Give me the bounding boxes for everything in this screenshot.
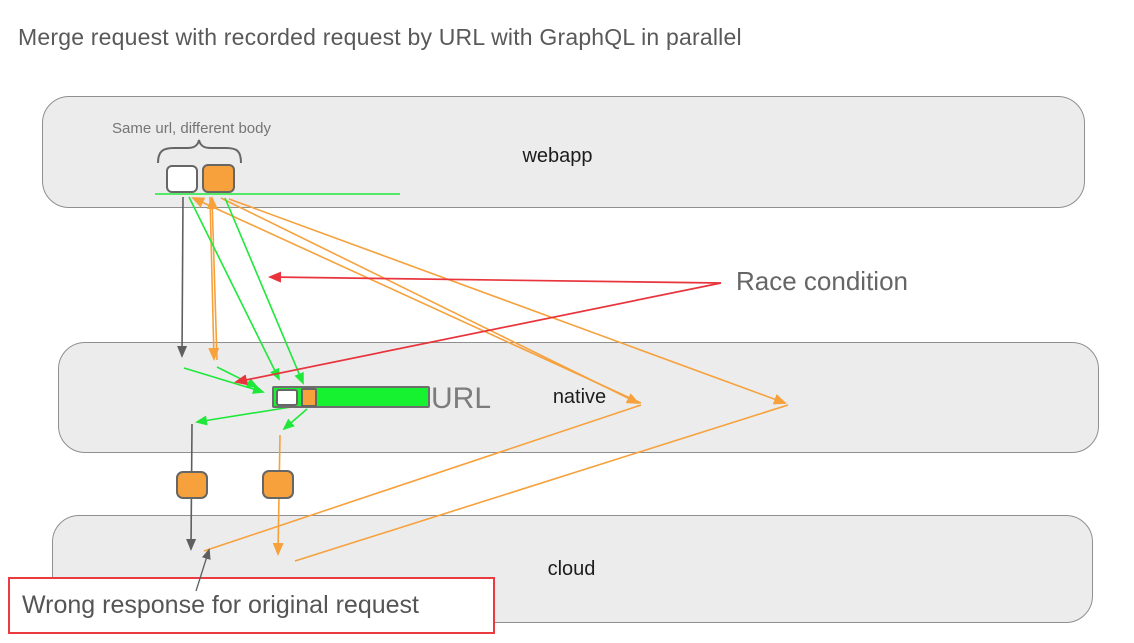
orange-response-arrow-native-webapp (206, 196, 218, 361)
wrong-response-text: Wrong response for original request (22, 591, 419, 619)
diagram-title: Merge request with recorded request by U… (18, 24, 742, 50)
url-label: URL (431, 382, 492, 415)
native-request-orange-box-left (176, 471, 208, 499)
orange-request-arrow-webapp-native (208, 196, 220, 361)
wrong-response-callout: Wrong response for original request (8, 577, 495, 634)
cloud-label: cloud (547, 557, 596, 580)
native-label: native (552, 386, 607, 408)
url-bar-orange-request (301, 388, 317, 407)
native-band: native (58, 342, 1099, 453)
native-request-orange-box-right (262, 470, 294, 499)
race-condition-label: Race condition (736, 266, 908, 296)
webapp-band: webapp (42, 96, 1085, 208)
url-bar-white-request (276, 389, 298, 406)
same-url-note: Same url, different body (112, 120, 271, 137)
webapp-request-orange-box (202, 164, 235, 193)
webapp-label: webapp (522, 144, 593, 167)
webapp-request-white-box (166, 165, 198, 193)
red-race-arrow-upper (268, 271, 722, 284)
gray-request-arrow-webapp-native (177, 196, 188, 358)
